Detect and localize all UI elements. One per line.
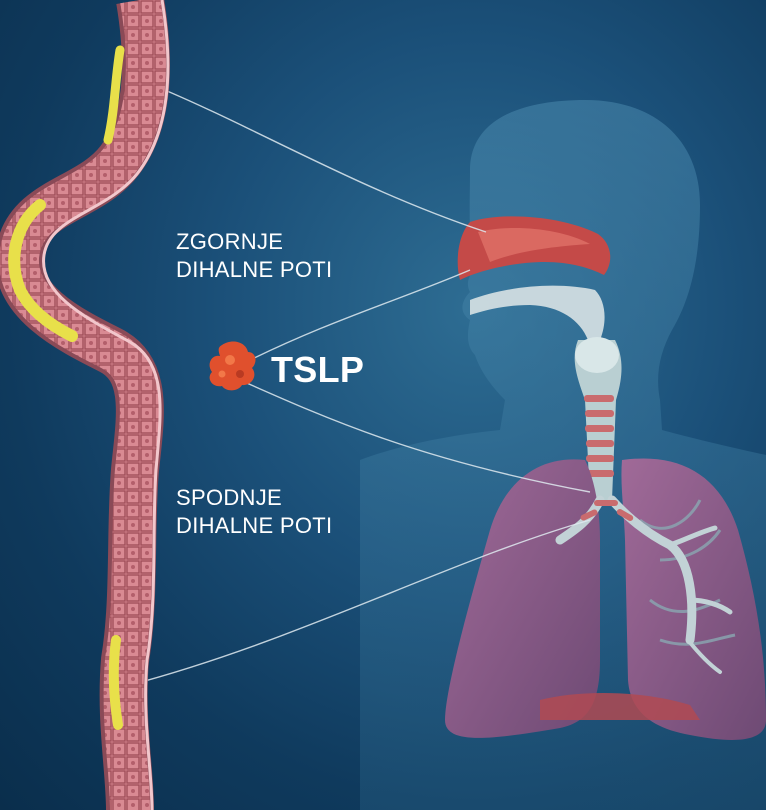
epithelium-strip (14, 0, 168, 810)
tslp-label: TSLP (271, 350, 364, 390)
lower-airways-line-2: DIHALNE POTI (176, 512, 332, 540)
upper-airways-line-2: DIHALNE POTI (176, 256, 332, 284)
upper-airways-line-1: ZGORNJE (176, 228, 332, 256)
lower-airways-label: SPODNJE DIHALNE POTI (176, 484, 332, 540)
tslp-molecule-icon (210, 341, 256, 390)
upper-airways-label: ZGORNJE DIHALNE POTI (176, 228, 332, 284)
lower-airways-line-1: SPODNJE (176, 484, 332, 512)
